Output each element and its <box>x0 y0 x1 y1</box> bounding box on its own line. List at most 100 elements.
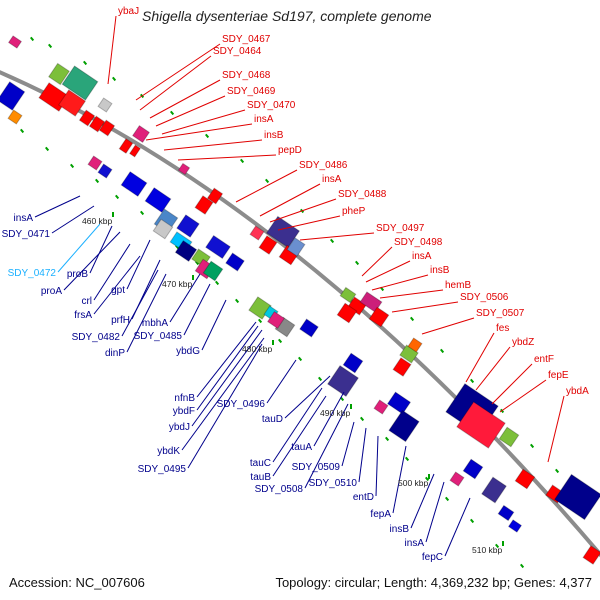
gene-feature[interactable] <box>97 163 113 179</box>
reverse-gene-label[interactable]: SDY_0495 <box>138 464 187 475</box>
gene-feature[interactable] <box>299 318 319 338</box>
reverse-gene-label[interactable]: tauA <box>291 442 312 453</box>
gene-feature[interactable] <box>78 109 96 127</box>
gene-feature[interactable] <box>507 519 523 533</box>
gene-feature[interactable] <box>120 171 148 197</box>
reverse-gene-label[interactable]: ybdJ <box>169 422 190 433</box>
gene-feature[interactable] <box>392 357 412 377</box>
gene-feature[interactable] <box>131 124 151 144</box>
reverse-gene-label[interactable]: insA <box>14 213 34 224</box>
reverse-gene-label[interactable]: tauB <box>250 472 271 483</box>
gene-feature[interactable] <box>97 97 113 113</box>
gene-feature[interactable] <box>206 187 224 205</box>
gene-feature[interactable] <box>129 144 141 158</box>
forward-gene-label[interactable]: insA <box>412 251 432 262</box>
gene-feature[interactable] <box>87 155 103 171</box>
gene-feature[interactable] <box>265 215 301 249</box>
forward-gene-label[interactable]: SDY_0467 <box>222 34 271 45</box>
reverse-gene-label[interactable]: SDY_0482 <box>72 332 121 343</box>
forward-gene-label[interactable]: ybdA <box>566 386 589 397</box>
gene-feature[interactable] <box>7 109 23 125</box>
reverse-gene-label[interactable]: ybdF <box>173 406 195 417</box>
forward-gene-label[interactable]: SDY_0486 <box>299 160 348 171</box>
gene-feature[interactable] <box>144 187 172 213</box>
gene-feature[interactable] <box>176 214 200 238</box>
reverse-gene-label[interactable]: SDY_0508 <box>255 484 304 495</box>
reverse-gene-label[interactable]: prfH <box>111 315 130 326</box>
forward-gene-label[interactable]: SDY_0464 <box>213 46 262 57</box>
reverse-gene-label[interactable]: fepA <box>370 509 391 520</box>
reverse-gene-label[interactable]: ybdG <box>176 346 200 357</box>
gene-feature[interactable] <box>174 240 198 262</box>
gene-feature[interactable] <box>553 473 600 521</box>
reverse-gene-label[interactable]: SDY_0471 <box>2 229 51 240</box>
gene-feature[interactable] <box>48 62 70 86</box>
forward-gene-label[interactable]: insA <box>254 114 274 125</box>
reverse-gene-label[interactable]: proA <box>41 286 62 297</box>
forward-gene-label[interactable]: insA <box>322 174 342 185</box>
gene-feature[interactable] <box>194 195 214 215</box>
reverse-gene-label[interactable]: SDY_0509 <box>292 462 341 473</box>
reverse-gene-label[interactable]: fepC <box>422 552 443 563</box>
gene-feature[interactable] <box>514 468 536 490</box>
forward-gene-label[interactable]: insB <box>264 130 284 141</box>
forward-gene-label[interactable]: SDY_0506 <box>460 292 509 303</box>
gene-feature[interactable] <box>386 391 412 415</box>
gene-feature[interactable] <box>258 235 278 255</box>
forward-gene-label[interactable]: ybaJ <box>118 6 139 17</box>
gene-feature[interactable] <box>57 89 87 117</box>
forward-gene-label[interactable]: insB <box>430 265 450 276</box>
reverse-gene-label[interactable]: crl <box>81 296 92 307</box>
reverse-gene-label[interactable]: proB <box>67 269 88 280</box>
forward-gene-label[interactable]: SDY_0488 <box>338 189 387 200</box>
forward-gene-label[interactable]: SDY_0497 <box>376 223 425 234</box>
reverse-gene-label[interactable]: SDY_0485 <box>134 331 183 342</box>
reverse-gene-label[interactable]: insB <box>390 524 410 535</box>
gene-feature[interactable] <box>388 409 420 443</box>
gene-feature[interactable] <box>205 234 231 260</box>
gene-feature[interactable] <box>342 352 364 374</box>
gene-feature[interactable] <box>152 218 174 240</box>
gene-feature[interactable] <box>327 365 359 397</box>
gene-feature[interactable] <box>582 545 600 565</box>
reverse-gene-label[interactable]: SDY_0496 <box>217 399 266 410</box>
reverse-gene-label[interactable]: SDY_0472 <box>8 268 57 279</box>
gene-feature[interactable] <box>339 286 357 304</box>
forward-gene-label[interactable]: entF <box>534 354 554 365</box>
gene-feature[interactable] <box>88 115 106 133</box>
gene-feature[interactable] <box>456 401 506 449</box>
forward-gene-label[interactable]: SDY_0498 <box>394 237 443 248</box>
reverse-gene-label[interactable]: frsA <box>74 310 92 321</box>
reverse-gene-label[interactable]: SDY_0510 <box>309 478 358 489</box>
reverse-gene-label[interactable]: insA <box>405 538 425 549</box>
gene-feature[interactable] <box>202 260 224 282</box>
gene-feature[interactable] <box>0 81 26 111</box>
reverse-gene-label[interactable]: entD <box>353 492 374 503</box>
gene-feature[interactable] <box>336 302 358 324</box>
gene-feature[interactable] <box>449 471 465 487</box>
gene-feature[interactable] <box>266 310 286 330</box>
forward-gene-label[interactable]: SDY_0468 <box>222 70 271 81</box>
gene-feature[interactable] <box>498 426 520 448</box>
gene-feature[interactable] <box>481 476 507 504</box>
forward-gene-label[interactable]: SDY_0507 <box>476 308 525 319</box>
gene-feature[interactable] <box>407 337 423 353</box>
forward-gene-label[interactable]: ybdZ <box>512 337 534 348</box>
gene-feature[interactable] <box>462 458 484 480</box>
gene-feature[interactable] <box>98 119 116 137</box>
gene-feature[interactable] <box>249 225 265 241</box>
forward-gene-label[interactable]: SDY_0469 <box>227 86 276 97</box>
forward-gene-label[interactable]: fes <box>496 323 509 334</box>
forward-gene-label[interactable]: fepE <box>548 370 569 381</box>
gene-feature[interactable] <box>61 65 99 101</box>
forward-gene-label[interactable]: SDY_0470 <box>247 100 296 111</box>
gene-feature[interactable] <box>373 399 389 415</box>
reverse-gene-label[interactable]: tauC <box>250 458 271 469</box>
gene-feature[interactable] <box>118 138 134 154</box>
forward-gene-label[interactable]: hemB <box>445 280 471 291</box>
forward-gene-label[interactable]: pepD <box>278 145 302 156</box>
reverse-gene-label[interactable]: ybdK <box>157 446 180 457</box>
gene-feature[interactable] <box>7 35 23 49</box>
gene-feature[interactable] <box>177 162 191 176</box>
forward-gene-label[interactable]: pheP <box>342 206 366 217</box>
